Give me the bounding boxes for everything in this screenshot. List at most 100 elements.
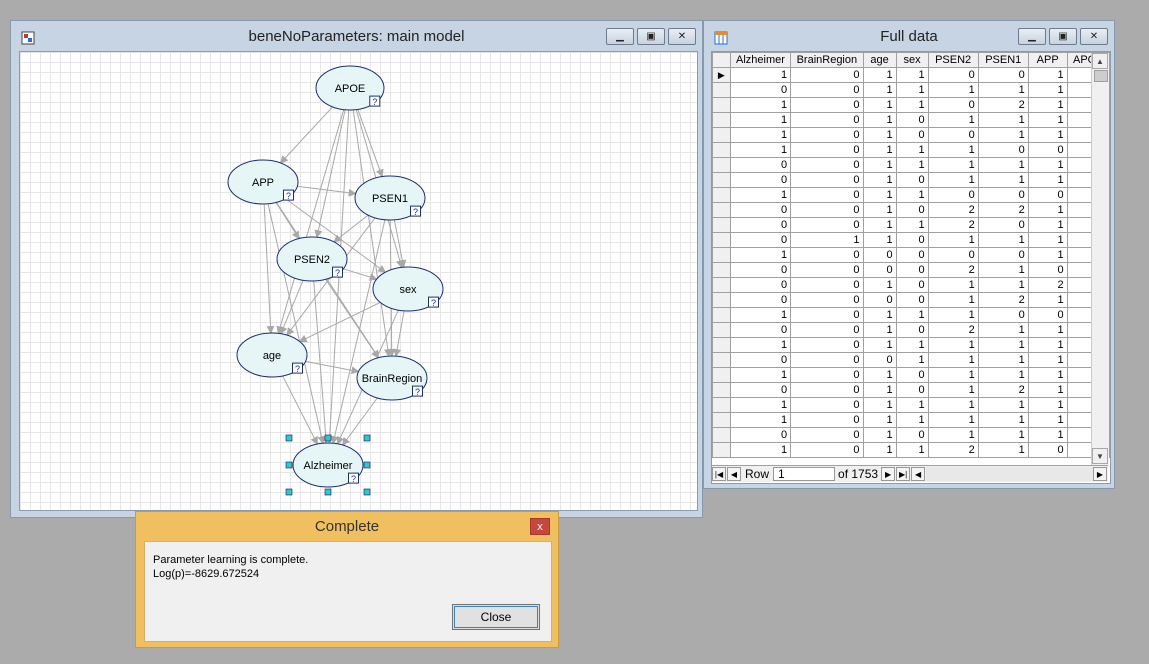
table-cell[interactable]: 1 (977, 232, 1029, 248)
row-header[interactable] (712, 157, 731, 173)
node-brainregion[interactable]: BrainRegion? (356, 355, 428, 401)
table-cell[interactable]: 0 (977, 307, 1029, 323)
table-cell[interactable]: 0 (895, 232, 929, 248)
table-cell[interactable]: 1 (1027, 427, 1068, 443)
column-header-alzheimer[interactable]: Alzheimer (729, 52, 792, 68)
table-cell[interactable]: 1 (895, 307, 929, 323)
table-cell[interactable]: 1 (977, 337, 1029, 353)
table-cell[interactable]: 1 (1027, 397, 1068, 413)
table-cell[interactable]: 1 (1027, 382, 1068, 398)
dialog-close-x-button[interactable]: x (530, 518, 550, 535)
minimize-button[interactable]: ▁ (1018, 28, 1046, 45)
table-cell[interactable]: 1 (895, 397, 929, 413)
edge-psen1-psen2[interactable] (333, 209, 375, 243)
table-cell[interactable]: 1 (862, 97, 897, 113)
table-cell[interactable]: 0 (790, 352, 864, 368)
resize-handle[interactable] (363, 434, 371, 442)
table-cell[interactable]: 1 (862, 367, 897, 383)
table-cell[interactable]: 2 (977, 202, 1029, 218)
table-cell[interactable]: 1 (862, 127, 897, 143)
row-header[interactable] (712, 352, 731, 368)
edge-age-alzheimer[interactable] (280, 372, 318, 445)
row-number-input[interactable]: 1 (773, 467, 836, 481)
table-cell[interactable]: 1 (977, 277, 1029, 293)
column-header-app[interactable]: APP (1027, 52, 1068, 68)
next-record-button[interactable]: ▶ (881, 467, 896, 481)
table-cell[interactable]: 1 (927, 232, 979, 248)
table-cell[interactable]: 0 (1027, 442, 1068, 458)
table-row[interactable]: 00101121 (712, 277, 1110, 293)
table-cell[interactable]: 1 (927, 292, 979, 308)
table-cell[interactable]: 0 (790, 382, 864, 398)
table-cell[interactable]: 2 (927, 442, 979, 458)
table-cell[interactable]: 0 (790, 397, 864, 413)
table-cell[interactable]: 1 (927, 112, 979, 128)
table-cell[interactable]: 0 (790, 112, 864, 128)
table-cell[interactable]: 0 (790, 247, 864, 263)
table-cell[interactable]: 1 (729, 247, 792, 263)
edge-psen2-age[interactable] (279, 277, 305, 335)
table-cell[interactable]: 0 (729, 217, 792, 233)
table-cell[interactable]: 1 (927, 427, 979, 443)
last-record-button[interactable]: ▶| (896, 467, 911, 481)
table-cell[interactable]: 0 (977, 67, 1029, 83)
table-cell[interactable]: 1 (729, 187, 792, 203)
row-header[interactable] (712, 322, 731, 338)
node-apoe[interactable]: APOE? (315, 65, 385, 111)
table-cell[interactable]: 1 (977, 442, 1029, 458)
data-window-titlebar[interactable]: Full data ▁ ▣ ✕ (704, 21, 1114, 51)
table-cell[interactable]: 1 (1027, 172, 1068, 188)
table-cell[interactable]: 1 (862, 442, 897, 458)
table-cell[interactable]: 0 (790, 187, 864, 203)
row-header[interactable] (712, 397, 731, 413)
maximize-button[interactable]: ▣ (1049, 28, 1077, 45)
table-cell[interactable]: 1 (1027, 112, 1068, 128)
table-cell[interactable]: 0 (790, 322, 864, 338)
table-cell[interactable]: 0 (790, 142, 864, 158)
prev-record-button[interactable]: ◀ (727, 467, 741, 481)
node-sex[interactable]: sex? (372, 266, 444, 312)
table-cell[interactable]: 1 (729, 142, 792, 158)
first-record-button[interactable]: |◀ (712, 467, 726, 481)
close-button[interactable]: ✕ (1080, 28, 1108, 45)
table-cell[interactable]: 0 (895, 277, 929, 293)
maximize-button[interactable]: ▣ (637, 28, 665, 45)
table-cell[interactable]: 0 (729, 82, 792, 98)
node-app[interactable]: APP? (227, 159, 299, 205)
table-cell[interactable]: 1 (1027, 247, 1068, 263)
table-cell[interactable]: 0 (927, 67, 979, 83)
table-cell[interactable]: 1 (1027, 202, 1068, 218)
table-cell[interactable]: 1 (977, 412, 1029, 428)
table-cell[interactable]: 0 (790, 202, 864, 218)
table-cell[interactable]: 1 (862, 82, 897, 98)
table-cell[interactable]: 0 (790, 442, 864, 458)
table-cell[interactable]: 1 (729, 307, 792, 323)
table-cell[interactable]: 1 (927, 352, 979, 368)
edge-apoe-psen2[interactable] (314, 107, 347, 239)
table-cell[interactable]: 1 (977, 322, 1029, 338)
table-cell[interactable]: 1 (729, 337, 792, 353)
table-cell[interactable]: 1 (862, 217, 897, 233)
table-cell[interactable]: 0 (790, 172, 864, 188)
table-cell[interactable]: 1 (1027, 82, 1068, 98)
dialog-titlebar[interactable]: Complete (136, 512, 558, 541)
table-cell[interactable]: 2 (927, 202, 979, 218)
table-cell[interactable]: 0 (895, 427, 929, 443)
edge-app-age[interactable] (263, 201, 275, 335)
edge-app-alzheimer[interactable] (266, 201, 326, 445)
table-cell[interactable]: 0 (1027, 142, 1068, 158)
model-window-titlebar[interactable]: beneNoParameters: main model ▁ ▣ ✕ (11, 21, 702, 51)
table-cell[interactable]: 1 (862, 67, 897, 83)
close-button[interactable]: Close (452, 604, 540, 630)
table-cell[interactable]: 1 (927, 142, 979, 158)
table-cell[interactable]: 0 (790, 337, 864, 353)
table-cell[interactable]: 1 (729, 127, 792, 143)
table-cell[interactable]: 0 (977, 187, 1029, 203)
table-cell[interactable]: 0 (790, 97, 864, 113)
